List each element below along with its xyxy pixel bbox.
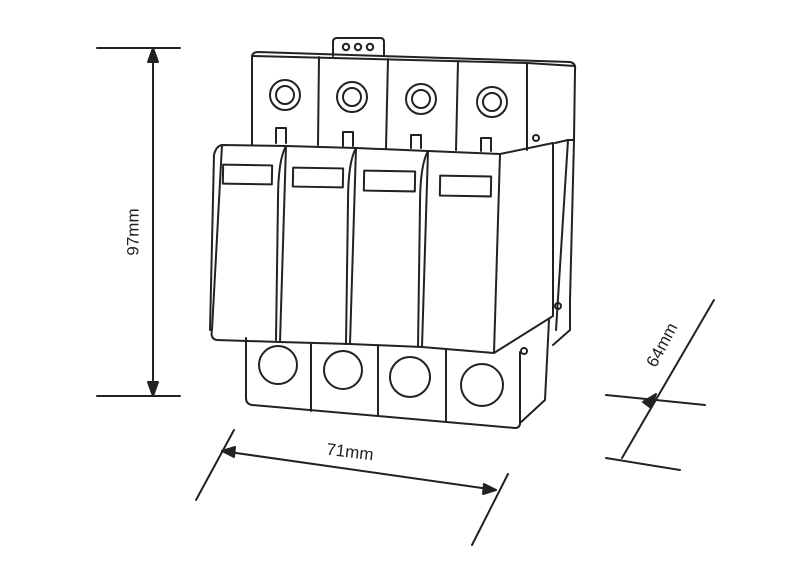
depth-dimension [605,299,715,471]
width-dimension [195,429,509,546]
height-dimension [96,47,181,397]
device-body [209,37,577,429]
height-label: 97mm [123,208,143,256]
